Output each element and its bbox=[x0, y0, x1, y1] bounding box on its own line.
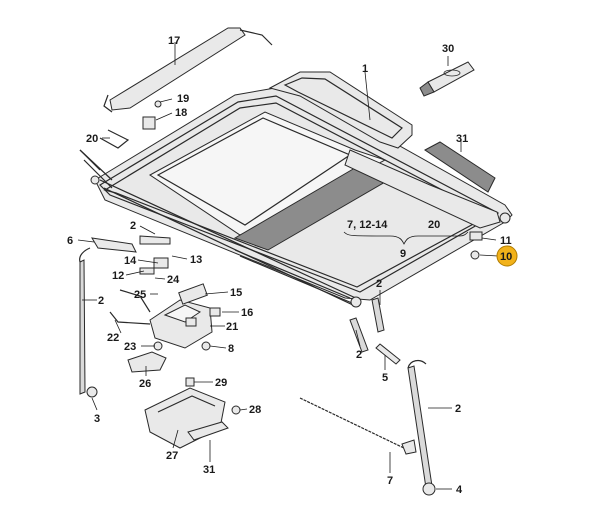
callout-15: 15 bbox=[230, 287, 242, 299]
callout-8: 8 bbox=[228, 343, 234, 355]
callout-31a: 31 bbox=[456, 133, 468, 145]
callout-2a: 2 bbox=[130, 220, 136, 232]
callout-12: 12 bbox=[112, 270, 124, 282]
callout-2b: 2 bbox=[98, 295, 104, 307]
callout-6: 6 bbox=[67, 235, 73, 247]
drive-cable bbox=[299, 397, 417, 455]
callout-2c: 2 bbox=[376, 278, 382, 290]
callouts: 17 30 1 19 18 20 31 2 6 14 13 12 24 2 25… bbox=[67, 35, 518, 496]
highlight-badge-10[interactable] bbox=[496, 245, 518, 267]
callout-2d: 2 bbox=[356, 349, 362, 361]
group-label-9: 9 bbox=[400, 248, 406, 260]
group-label-20: 20 bbox=[428, 219, 440, 231]
callout-5: 5 bbox=[382, 372, 388, 384]
clip-parts-18-19 bbox=[99, 100, 162, 149]
bracket-26 bbox=[127, 351, 167, 373]
callout-10[interactable]: 10 bbox=[500, 251, 512, 263]
callout-2e: 2 bbox=[455, 403, 461, 415]
callout-3: 3 bbox=[94, 413, 100, 425]
sunroof-frame bbox=[79, 71, 513, 308]
grease-tube bbox=[419, 61, 475, 97]
left-guide-parts bbox=[79, 149, 101, 185]
group-label-range: 7, 12-14 bbox=[347, 219, 388, 231]
callout-4: 4 bbox=[456, 484, 463, 496]
group-bracket bbox=[343, 231, 469, 245]
callout-17: 17 bbox=[168, 35, 180, 47]
callout-27: 27 bbox=[166, 450, 178, 462]
callout-22: 22 bbox=[107, 332, 119, 344]
wind-deflector bbox=[103, 27, 273, 113]
leader-lines bbox=[77, 42, 499, 490]
seal-strip-top bbox=[424, 141, 496, 193]
callout-11: 11 bbox=[500, 235, 512, 247]
bracket-31-bottom bbox=[187, 421, 229, 441]
drain-hoses bbox=[79, 235, 436, 496]
callout-25: 25 bbox=[134, 289, 146, 301]
fasteners bbox=[86, 231, 483, 415]
callout-19: 19 bbox=[177, 93, 189, 105]
drive-motor-assembly bbox=[109, 283, 221, 349]
callout-20a: 20 bbox=[86, 133, 98, 145]
callout-24: 24 bbox=[167, 274, 180, 286]
callout-31b: 31 bbox=[203, 464, 215, 476]
callout-14: 14 bbox=[124, 255, 137, 267]
callout-7: 7 bbox=[387, 475, 393, 487]
callout-23: 23 bbox=[124, 341, 136, 353]
callout-16: 16 bbox=[241, 307, 253, 319]
callout-1: 1 bbox=[362, 63, 368, 75]
callout-13: 13 bbox=[190, 254, 202, 266]
callout-26: 26 bbox=[139, 378, 151, 390]
callout-21: 21 bbox=[226, 321, 238, 333]
tray-27 bbox=[144, 387, 226, 449]
callout-18: 18 bbox=[175, 107, 187, 119]
callout-30: 30 bbox=[442, 43, 454, 55]
callout-28: 28 bbox=[249, 404, 261, 416]
callout-29: 29 bbox=[215, 377, 227, 389]
